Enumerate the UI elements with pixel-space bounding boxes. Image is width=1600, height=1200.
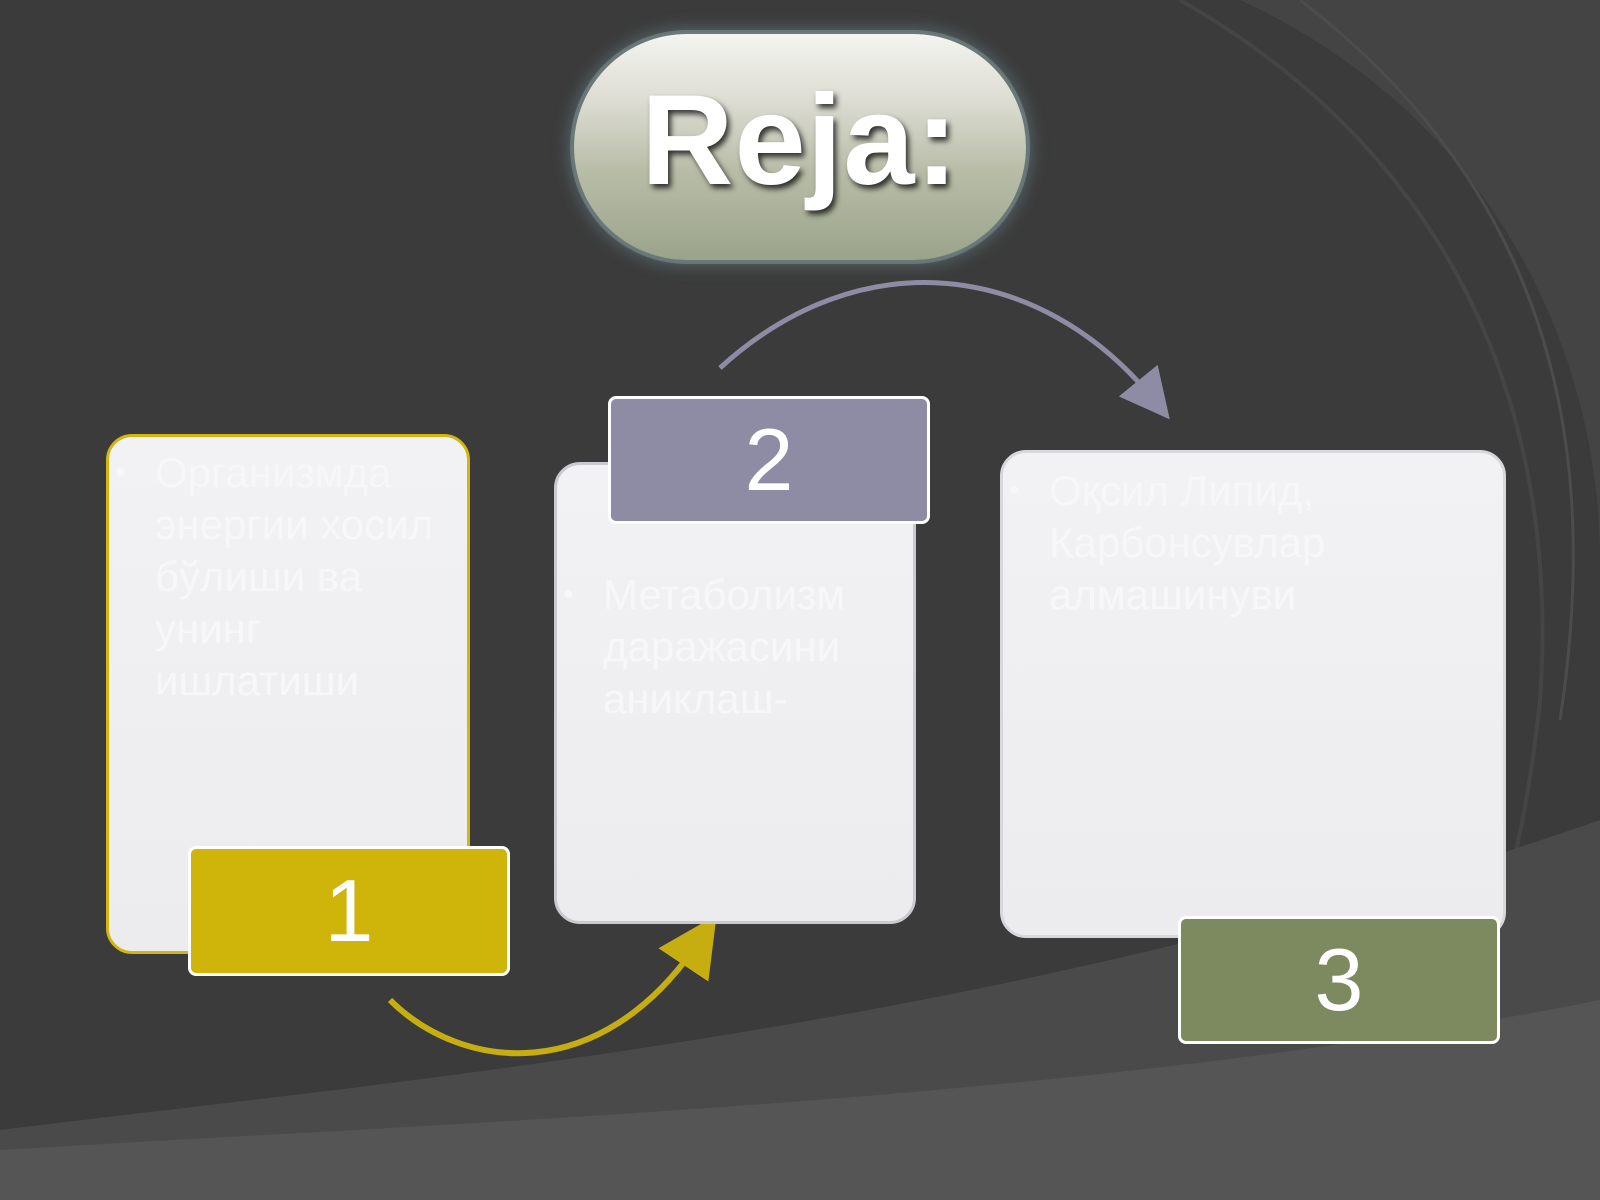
step-number-3: 3 <box>1178 916 1500 1044</box>
step-text-item-3: • Оқсил Липид, Карбонсувлар алмашинуви <box>1003 465 1493 621</box>
bullet-icon: • <box>563 578 574 611</box>
step-number-1: 1 <box>188 846 510 976</box>
step-text-list-1: • Организмда энергии хосил бўлиши ва уни… <box>109 447 469 707</box>
bullet-icon: • <box>1009 474 1020 507</box>
step-text-1: Организмда энергии хосил бўлиши ва унинг… <box>155 449 434 704</box>
step-text-2: Метаболизм даражасини аниклаш- <box>603 571 846 722</box>
step-card-2: • Метаболизм даражасини аниклаш- <box>554 462 916 924</box>
page-title: Reja: <box>641 68 959 212</box>
title-pill: Reja: <box>574 34 1026 260</box>
step-number-2: 2 <box>608 396 930 524</box>
step-text-item-2: • Метаболизм даражасини аниклаш- <box>557 569 913 725</box>
step-text-3: Оқсил Липид, Карбонсувлар алмашинуви <box>1049 467 1326 618</box>
step-text-list-3: • Оқсил Липид, Карбонсувлар алмашинуви <box>1003 465 1493 621</box>
step-text-list-2: • Метаболизм даражасини аниклаш- <box>557 569 913 725</box>
step-text-item-1: • Организмда энергии хосил бўлиши ва уни… <box>109 447 469 707</box>
step-card-3: • Оқсил Липид, Карбонсувлар алмашинуви <box>1000 450 1506 938</box>
bullet-icon: • <box>115 456 126 489</box>
